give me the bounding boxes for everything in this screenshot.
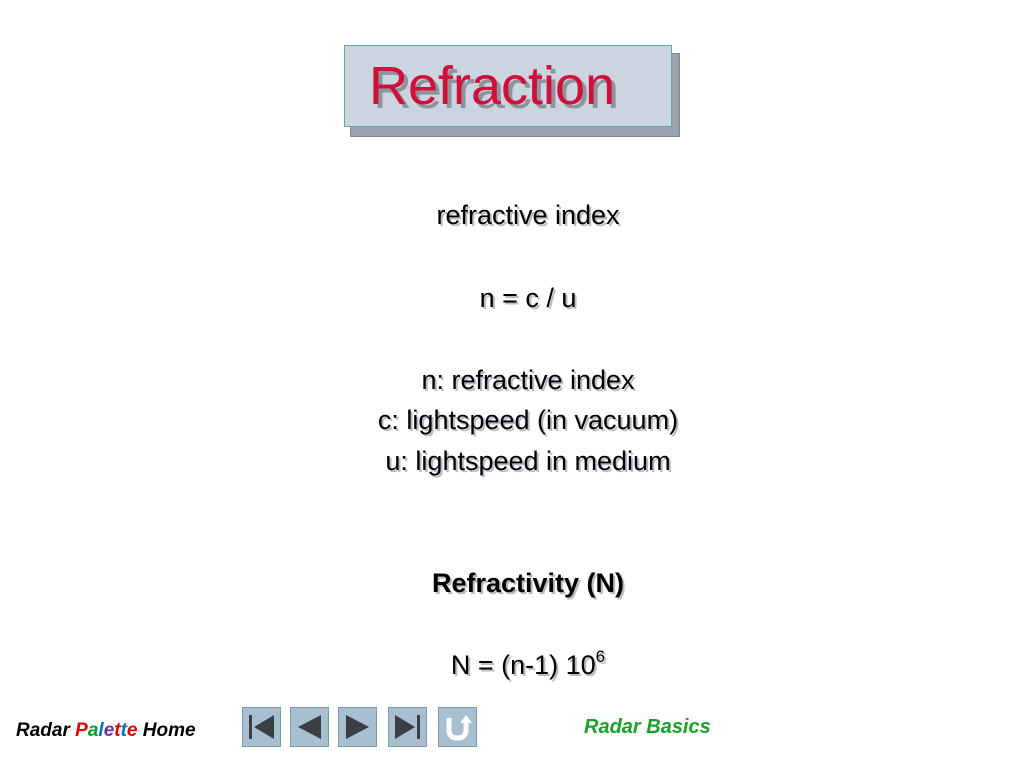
next-slide-icon	[339, 708, 376, 746]
radar-basics-link[interactable]: Radar Basics	[584, 716, 711, 738]
refractivity-formula-exponent: 6	[595, 647, 606, 666]
title-box: Refraction	[344, 45, 680, 137]
body-line-refractivity-formula: N = (n-1) 106	[0, 647, 1024, 681]
body-line-refractive-index: refractive index	[436, 200, 620, 230]
return-button[interactable]	[438, 707, 477, 747]
body-line-c-definition: c: lightspeed (in vacuum)	[377, 405, 679, 435]
palette-letter: e	[103, 720, 115, 741]
palette-letter: l	[98, 720, 104, 741]
slide-title: Refraction	[369, 56, 616, 116]
radar-palette-home-link[interactable]: Radar Palette Home	[16, 720, 196, 742]
palette-letter: t	[120, 720, 127, 741]
previous-slide-button[interactable]	[290, 707, 329, 747]
palette-letter: P	[75, 720, 88, 741]
home-prefix: Radar	[16, 720, 76, 741]
body-line-n-definition: n: refractive index	[421, 365, 635, 395]
title-box-face: Refraction	[344, 45, 672, 127]
palette-letter: e	[126, 720, 138, 741]
palette-letter: a	[87, 720, 99, 741]
previous-slide-icon	[291, 708, 328, 746]
return-icon	[439, 708, 476, 746]
body-line-formula: n = c / u	[479, 283, 577, 313]
next-slide-button[interactable]	[338, 707, 377, 747]
body-line-refractivity: Refractivity (N)	[431, 568, 625, 598]
last-slide-icon	[389, 708, 426, 746]
body-line-u-definition: u: lightspeed in medium	[385, 446, 671, 476]
first-slide-button[interactable]	[242, 707, 281, 747]
palette-letter: t	[114, 720, 121, 741]
home-suffix: Home	[137, 720, 196, 741]
first-slide-icon	[243, 708, 280, 746]
last-slide-button[interactable]	[388, 707, 427, 747]
refractivity-formula-main: N = (n-1) 10	[450, 650, 596, 680]
